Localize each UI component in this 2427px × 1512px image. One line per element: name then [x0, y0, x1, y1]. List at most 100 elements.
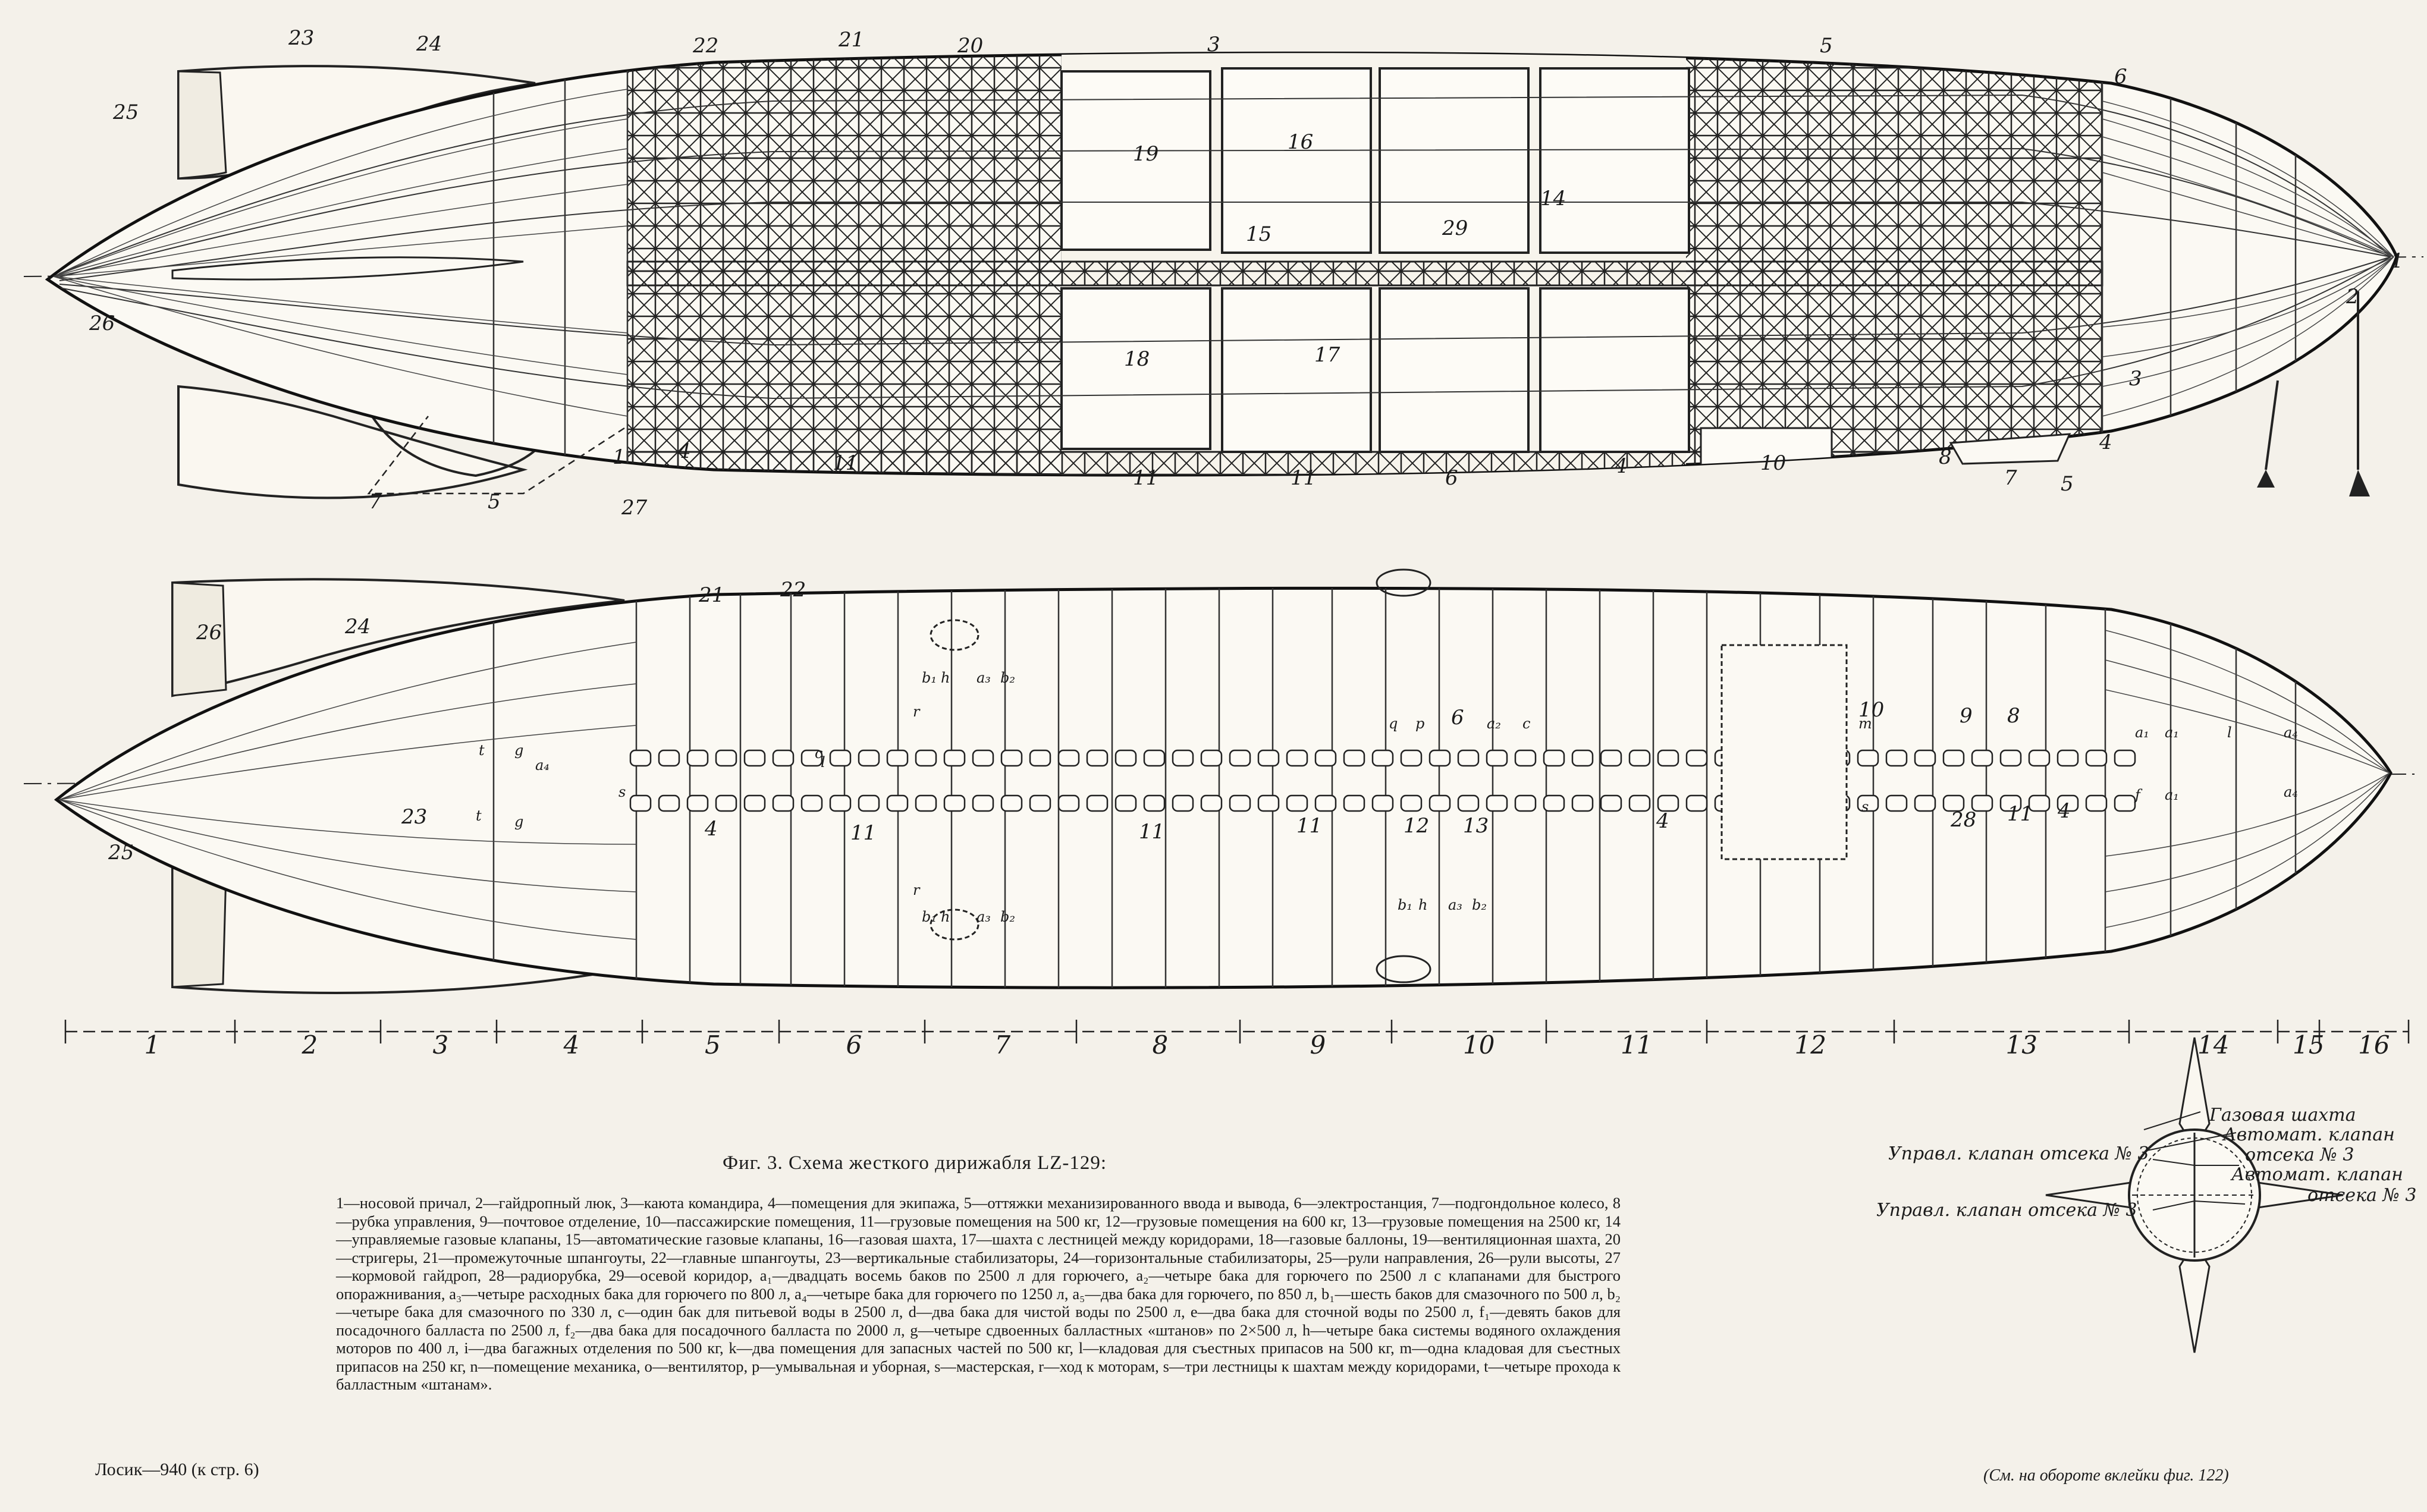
keel-tank: [715, 794, 737, 812]
tail-handling-lines: [367, 416, 625, 495]
keel-tank: [1000, 749, 1023, 767]
keel-tank: [1600, 749, 1622, 767]
plan-tank-letter: q: [1389, 715, 1398, 732]
keel-tank: [829, 794, 852, 812]
side-callout: 11: [1133, 466, 1158, 490]
keel-tank: [2114, 749, 2136, 767]
keel-tank: [658, 794, 680, 812]
keel-tank: [972, 794, 994, 812]
keel-tank: [1685, 794, 1708, 812]
plan-tank-letter: a₃: [977, 909, 991, 925]
keel-tank: [1086, 794, 1109, 812]
keel-tank: [1114, 794, 1137, 812]
mooring-line-1: [2265, 380, 2279, 470]
plan-callout: 11: [1296, 814, 1322, 838]
keel-tank: [858, 794, 880, 812]
compartment-number: 12: [1795, 1030, 1826, 1060]
side-callout: 16: [1288, 130, 1313, 154]
keel-tank: [1942, 749, 1965, 767]
keel-tank: [1657, 794, 1679, 812]
compartment-number: 4: [563, 1030, 580, 1060]
side-callout: 4: [1614, 454, 1628, 478]
plan-tank-letter: b₂: [1000, 669, 1015, 686]
side-callout: 26: [89, 312, 115, 335]
plan-tank-letter: b₁: [922, 669, 937, 686]
compartment-number: 6: [846, 1030, 862, 1060]
keel-tank: [1628, 749, 1651, 767]
side-callout: 6: [2114, 65, 2127, 89]
side-callout: 7: [369, 490, 382, 514]
keel-tank: [1514, 749, 1537, 767]
keel-tank: [2028, 749, 2051, 767]
keel-tank: [1457, 749, 1480, 767]
side-callout: 7: [2004, 466, 2017, 490]
engine-car-1: [930, 619, 979, 651]
keel-tank: [629, 794, 652, 812]
side-callout: 10: [1760, 451, 1786, 475]
keel-tank: [2085, 749, 2108, 767]
side-callout: 15: [1246, 222, 1271, 246]
footer-right: (См. на обороте вклейки фиг. 122): [1983, 1466, 2229, 1485]
plan-callout: 12: [1404, 814, 1429, 838]
plan-tank-letter: a₁: [2165, 787, 2179, 803]
plan-tank-letter: a₃: [977, 669, 991, 686]
keel-tank: [1885, 794, 1908, 812]
keel-tank: [1971, 749, 1993, 767]
plan-tank-letter: h: [941, 669, 950, 686]
plan-callout: 21: [698, 583, 724, 607]
plan-frames: [59, 588, 2390, 988]
plan-tank-letter: b₂: [1000, 909, 1015, 925]
plan-tank-letter: b₂: [1472, 897, 1487, 913]
plan-rudder-upper: [171, 581, 227, 697]
plan-tank-letter: g: [514, 813, 523, 830]
keel-tank: [915, 794, 937, 812]
keel-tank: [743, 749, 766, 767]
keel-tank: [1600, 794, 1622, 812]
plan-callout: 11: [2007, 802, 2033, 826]
keel-tank: [1999, 749, 2022, 767]
side-callout: 5: [1820, 34, 1833, 58]
keel-tank: [1229, 794, 1251, 812]
plan-callout: 24: [344, 615, 371, 639]
lower-fin: [177, 385, 528, 499]
side-callout: 22: [692, 34, 718, 58]
plan-tank-letter: a₁: [2165, 724, 2179, 741]
keel-tank: [1914, 794, 1936, 812]
keel-tank: [1029, 794, 1051, 812]
keel-tank: [2085, 794, 2108, 812]
side-callout: 21: [838, 28, 864, 52]
keel-tank: [1343, 794, 1365, 812]
rudder-upper: [177, 70, 227, 180]
keel-tank: [1400, 794, 1423, 812]
keel-tank: [1514, 794, 1537, 812]
side-truss: [53, 53, 2394, 475]
plan-tank-letter: m: [1858, 715, 1872, 732]
side-callout: 11: [1291, 466, 1316, 490]
figure-legend: 1—носовой причал, 2—гайдропный люк, 3—ка…: [336, 1194, 1621, 1393]
keel-tank: [1172, 749, 1194, 767]
side-callout: 6: [1445, 466, 1458, 490]
keel-tank: [1885, 749, 1908, 767]
side-callout: 14: [1540, 187, 1566, 210]
keel-tank: [800, 749, 823, 767]
keel-tank: [1628, 794, 1651, 812]
compartment-number: 3: [433, 1030, 449, 1060]
keel-tank: [943, 794, 966, 812]
keel-tank: [1057, 749, 1080, 767]
compartment-number: 7: [995, 1030, 1011, 1060]
plan-callout: 9: [1960, 704, 1973, 728]
side-callout: 19: [1133, 142, 1158, 166]
keel-tank: [1571, 749, 1594, 767]
keel-tank: [1200, 794, 1223, 812]
side-callout: 17: [1314, 343, 1340, 367]
plan-tank-letter: a₄: [2284, 724, 2298, 741]
plan-callout: 26: [196, 621, 222, 645]
keel-tank: [1857, 749, 1879, 767]
keel-tank: [1143, 794, 1166, 812]
plan-callout: 4: [2057, 799, 2071, 823]
keel-tank: [743, 794, 766, 812]
